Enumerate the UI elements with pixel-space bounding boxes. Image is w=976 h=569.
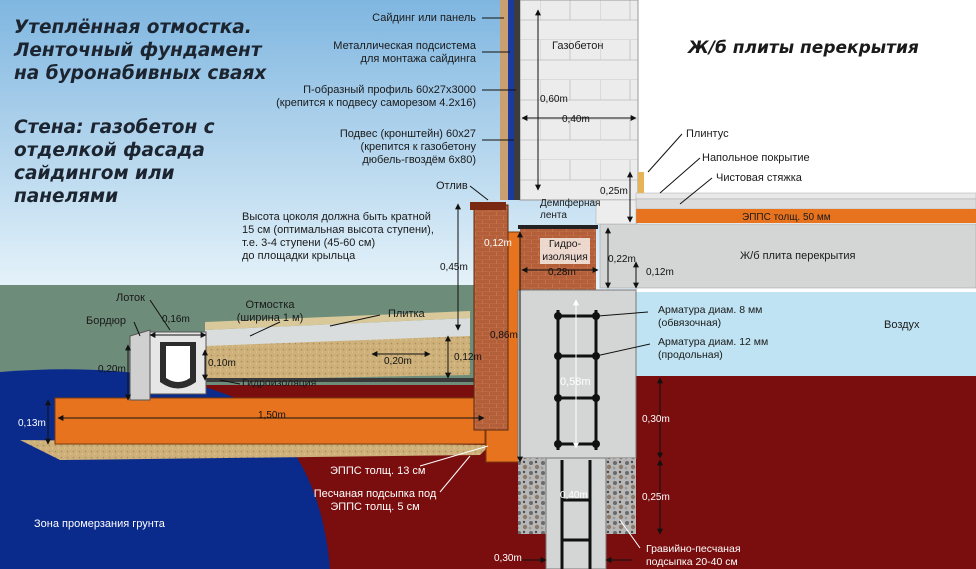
floor-covering-label: Напольное покрытие: [702, 152, 810, 164]
siding-label: Сайдинг или панель: [372, 12, 476, 24]
gravel-bed-label: Гравийно-песчаная подсыпка 20-40 см: [646, 543, 741, 568]
dim-foundation-height: 0,58m: [560, 376, 591, 388]
air-gap: [636, 292, 976, 376]
brick-plinth: [473, 204, 509, 431]
dim-epps-height: 0,86m: [490, 330, 518, 341]
dim-air-depth: 0,30m: [642, 414, 670, 425]
sand-bed: [20, 440, 490, 460]
finish-screed-label: Чистовая стяжка: [716, 172, 802, 184]
drip-flashing: [470, 202, 506, 210]
slabs-heading: Ж/б плиты перекрытия: [688, 38, 919, 58]
dim-epps-length: 1,50m: [258, 410, 286, 421]
dim-tray-width: 0,16m: [162, 314, 190, 325]
epps-13-label: ЭППС толщ. 13 см: [330, 465, 426, 477]
dim-wall-height: 0,60m: [540, 94, 568, 105]
tray-label: Лоток: [116, 292, 145, 304]
blind-area-tile: [205, 311, 470, 330]
skirting-board: [638, 172, 644, 193]
dim-epps-vert: 0,12m: [484, 238, 512, 249]
siding-panel: [500, 0, 508, 200]
curb-label: Бордюр: [86, 315, 126, 327]
tile-label: Плитка: [388, 308, 425, 320]
waterproofing-top-line: [518, 225, 598, 229]
blind-area-label: Отмостка (ширина 1 м): [236, 299, 304, 324]
leader-lines-white: [419, 445, 641, 549]
epps-50: [636, 209, 976, 223]
plinth-height-note: Высота цоколя должна быть кратной 15 см …: [242, 211, 434, 262]
curb-stone: [129, 329, 151, 401]
skirting-label: Плинтус: [686, 128, 729, 140]
rebar-8-label: Арматура диам. 8 мм (обвязочная): [658, 304, 763, 329]
title-line-3: на буронабивных сваях: [14, 63, 267, 84]
dim-wall-width: 0,40m: [562, 114, 590, 125]
rebar-12-label: Арматура диам. 12 мм (продольная): [658, 336, 769, 361]
dim-curb-height: 0,20m: [98, 364, 126, 375]
dim-slab-offset: 0,12m: [646, 267, 674, 278]
blind-area-concrete: [205, 318, 470, 346]
wall-heading: Стена: газобетон с отделкой фасада сайди…: [14, 117, 215, 207]
p-profile-label: П-образный профиль 60х27х3000 (крепится …: [276, 84, 476, 109]
tray-opening: [166, 346, 190, 382]
waterproofing-line: [205, 378, 475, 382]
gas-concrete-label: Газобетон: [552, 40, 604, 52]
dim-tile-spacing: 0,20m: [384, 356, 412, 367]
damper-tape-label: Демпферная лента: [540, 198, 601, 221]
bored-pile: [545, 457, 607, 569]
rc-slab-label: Ж/б плита перекрытия: [740, 250, 856, 262]
dim-epps-thickness: 0,13m: [18, 418, 46, 429]
waterproofing-bottom-label: Гидроизоляция: [242, 377, 317, 389]
title-line-1: Утеплённая отмостка.: [14, 17, 252, 38]
epps-horizontal: [54, 397, 486, 445]
metal-subsystem: [508, 0, 514, 200]
blind-area-base: [205, 335, 470, 380]
dim-gravel-depth: 0,25m: [642, 492, 670, 503]
rc-slab: [599, 223, 976, 289]
dim-pile-width: 0,30m: [494, 553, 522, 564]
air-label: Воздух: [884, 319, 920, 331]
dim-gravel-width: 0,40m: [560, 490, 588, 501]
dimension-lines: [45, 9, 663, 563]
dim-plinth-height: 0,45m: [440, 262, 468, 273]
p-profile: [514, 0, 520, 200]
dim-blind-thickness: 0,10m: [208, 358, 236, 369]
dim-floor-height: 0,25m: [600, 186, 628, 197]
metal-subsystem-label: Металлическая подсистема для монтажа сай…: [333, 40, 476, 65]
waterproofing-top-label: Гидро- изоляция: [540, 238, 590, 264]
title-line-2: Ленточный фундамент: [14, 40, 262, 61]
leader-lines: [133, 17, 713, 385]
sand-bed-label: Песчаная подсыпка под ЭППС толщ. 5 см: [313, 488, 437, 513]
drip-label: Отлив: [436, 180, 468, 192]
dim-slab-height: 0,22m: [608, 254, 636, 265]
epps-50-label: ЭППС толщ. 50 мм: [742, 212, 831, 223]
finish-screed: [635, 198, 976, 210]
dim-brick-width: 0,28m: [548, 267, 576, 278]
dim-blind-step: 0,12m: [454, 352, 482, 363]
freezing-zone-label: Зона промерзания грунта: [34, 518, 165, 530]
hanger-label: Подвес (кронштейн) 60х27 (крепится к газ…: [339, 128, 476, 166]
